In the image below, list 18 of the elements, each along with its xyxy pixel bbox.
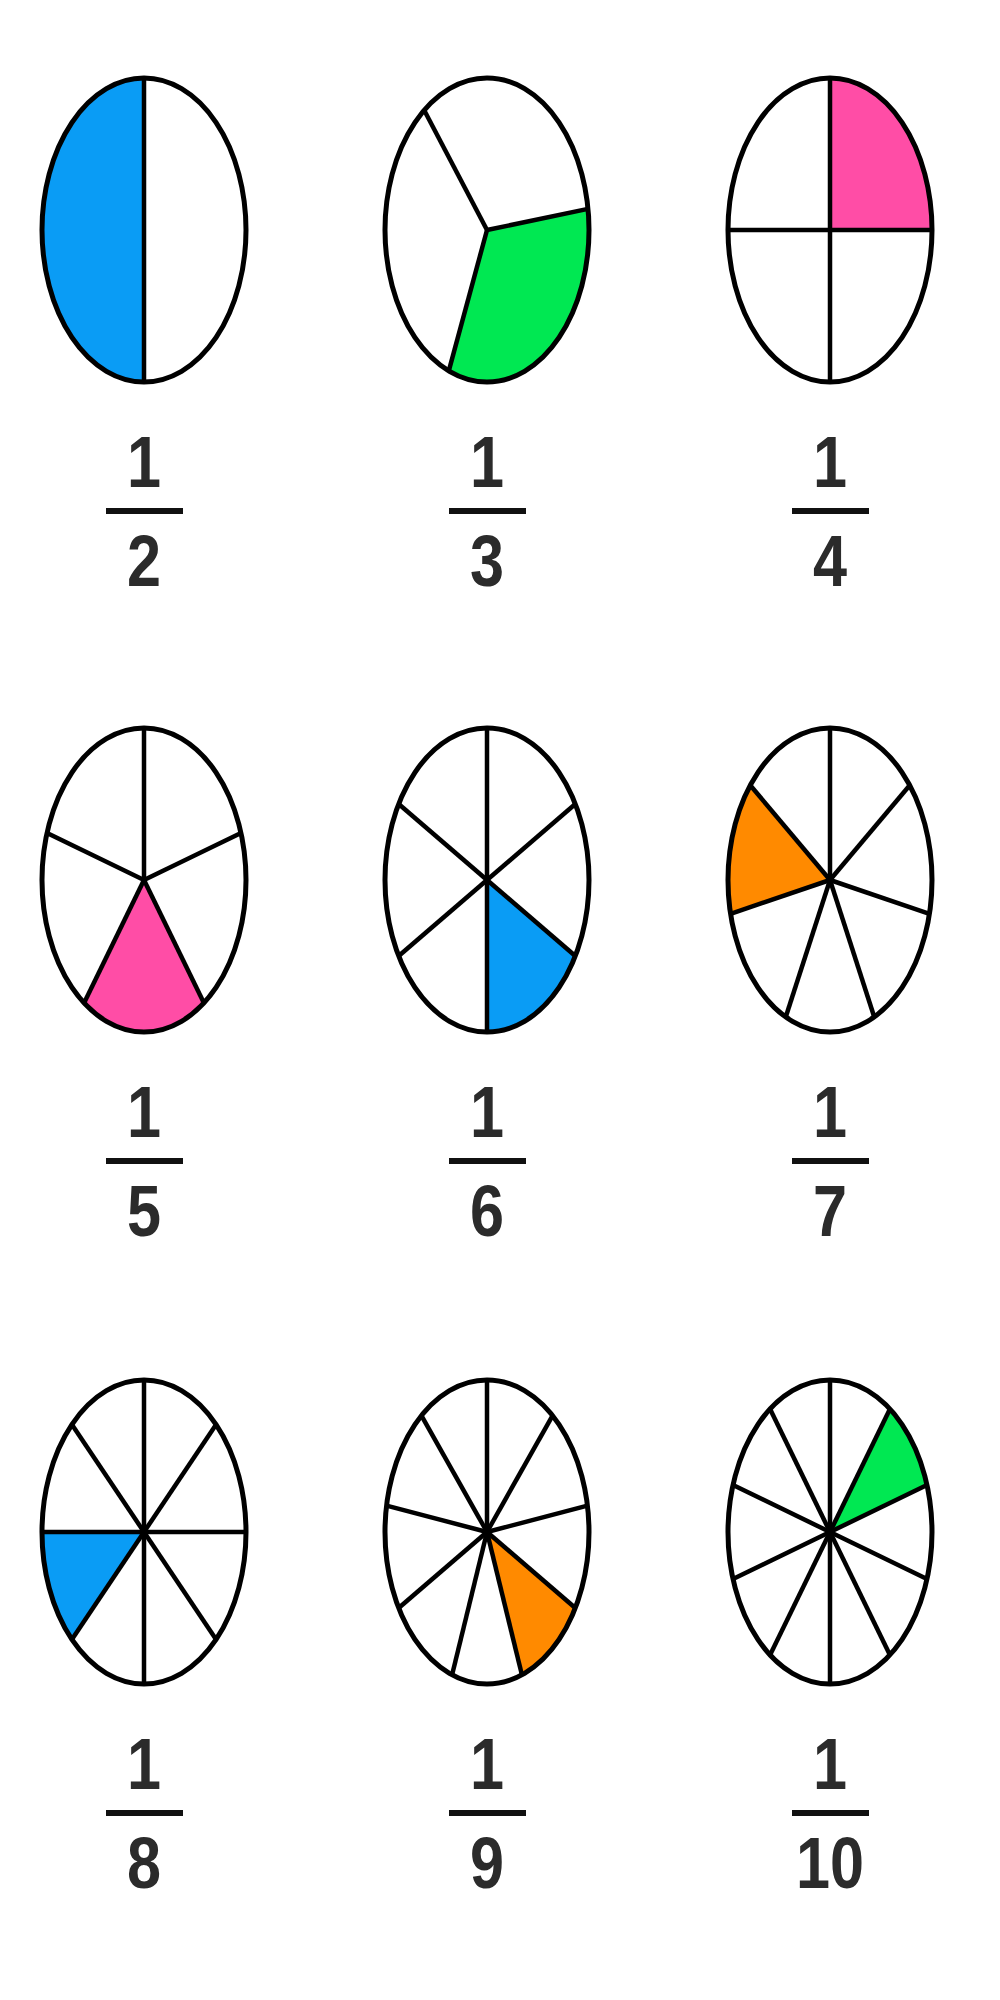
fraction-denominator: 6 xyxy=(470,1175,504,1247)
fraction-denominator: 10 xyxy=(795,1827,865,1899)
fraction-numerator: 1 xyxy=(813,1076,847,1148)
fraction-numerator: 1 xyxy=(127,426,161,498)
fraction-numerator: 1 xyxy=(470,1076,504,1148)
fraction-denominator: 3 xyxy=(470,525,504,597)
fraction-denominator: 9 xyxy=(470,1827,504,1899)
fraction-denominator: 5 xyxy=(127,1175,161,1247)
fraction-denominator: 8 xyxy=(127,1827,161,1899)
fraction-numerator: 1 xyxy=(127,1728,161,1800)
fraction-numerator: 1 xyxy=(813,426,847,498)
fraction-numerator: 1 xyxy=(470,1728,504,1800)
fraction-numerator: 1 xyxy=(813,1728,847,1800)
fraction-denominator: 2 xyxy=(127,525,161,597)
fraction-numerator: 1 xyxy=(470,426,504,498)
fraction-numerator: 1 xyxy=(127,1076,161,1148)
fraction-denominator: 7 xyxy=(813,1175,847,1247)
fraction-denominator: 4 xyxy=(813,525,847,597)
